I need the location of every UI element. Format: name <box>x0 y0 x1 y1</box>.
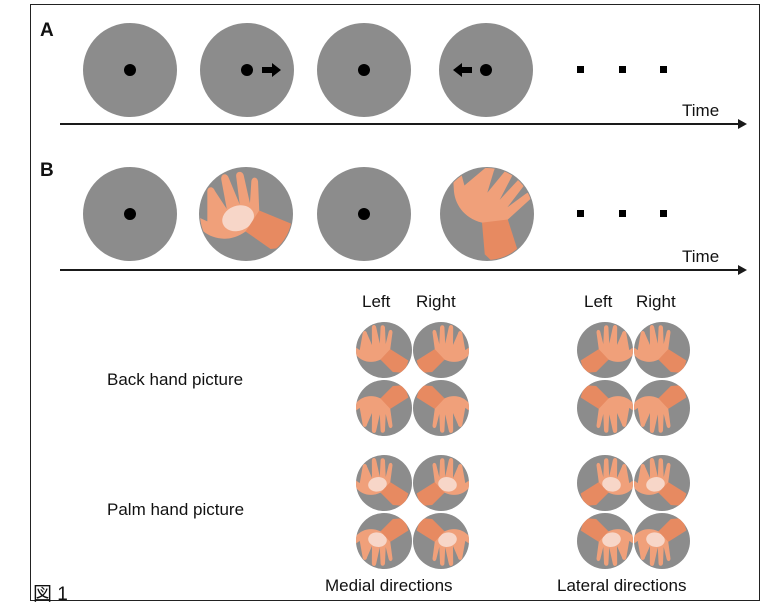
lateral-back-right-top <box>624 320 690 381</box>
medial-directions-label: Medial directions <box>325 576 453 596</box>
medial-back-right-top <box>413 320 479 381</box>
medial-back-left-top <box>346 320 412 381</box>
medial-palm-left-bottom <box>346 509 412 570</box>
figure-label: 図 1 <box>33 579 68 606</box>
ellipsis-dot <box>619 66 626 73</box>
lateral-right-label: Right <box>636 292 676 312</box>
medial-right-label: Right <box>416 292 456 312</box>
time-label-b: Time <box>682 247 719 267</box>
panel-label-b: B <box>40 160 54 182</box>
lateral-back-left-bottom <box>577 376 643 437</box>
panel-a-fixation-2 <box>241 64 253 76</box>
panel-b-palm-hand-stimulus <box>177 158 300 277</box>
time-axis-arrowhead-a <box>738 119 747 129</box>
panel-label-a: A <box>40 20 54 42</box>
lateral-back-right-bottom <box>624 376 690 437</box>
medial-back-left-bottom <box>346 376 412 437</box>
time-label-a: Time <box>682 101 719 121</box>
ellipsis-dot <box>660 66 667 73</box>
ellipsis-dot <box>660 210 667 217</box>
medial-left-label: Left <box>362 292 390 312</box>
panel-b-fixation-3 <box>358 208 370 220</box>
medial-palm-right-bottom <box>413 509 479 570</box>
panel-a-fixation-1 <box>124 64 136 76</box>
lateral-back-left-top <box>577 320 643 381</box>
palm-hand-row-label: Palm hand picture <box>107 500 244 520</box>
back-hand-row-label: Back hand picture <box>107 370 243 390</box>
medial-palm-left-top <box>346 453 412 514</box>
medial-back-right-bottom <box>413 376 479 437</box>
time-axis-arrowhead-b <box>738 265 747 275</box>
lateral-palm-left-top <box>577 453 643 514</box>
panel-a-fixation-3 <box>358 64 370 76</box>
panel-b-fixation-1 <box>124 208 136 220</box>
ellipsis-dot <box>619 210 626 217</box>
lateral-directions-label: Lateral directions <box>557 576 686 596</box>
medial-palm-right-top <box>413 453 479 514</box>
ellipsis-dot <box>577 210 584 217</box>
panel-a-fixation-4 <box>480 64 492 76</box>
lateral-palm-left-bottom <box>577 509 643 570</box>
lateral-left-label: Left <box>584 292 612 312</box>
lateral-palm-right-top <box>624 453 690 514</box>
ellipsis-dot <box>577 66 584 73</box>
lateral-palm-right-bottom <box>624 509 690 570</box>
panel-b-back-hand-stimulus <box>421 141 557 274</box>
